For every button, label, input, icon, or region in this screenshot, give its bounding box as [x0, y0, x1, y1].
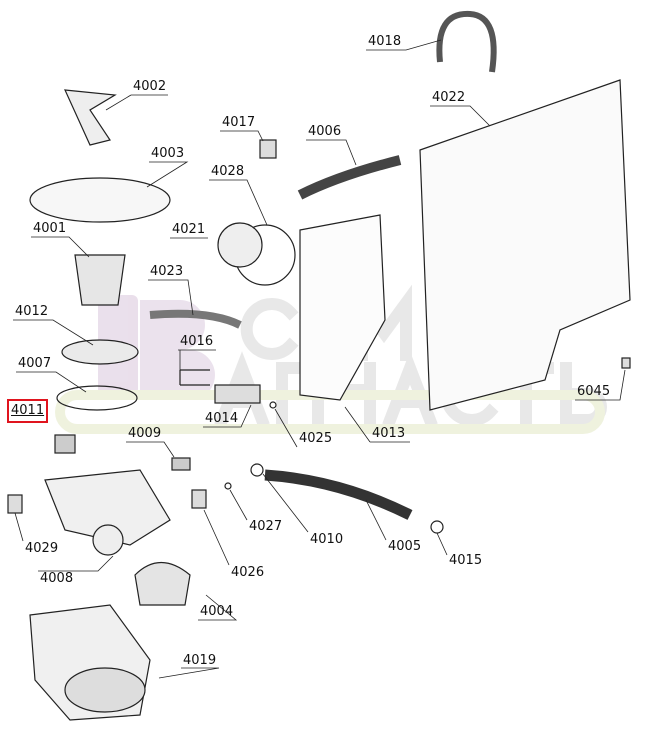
part-label-4028[interactable]: 4028 [211, 164, 245, 179]
part-label-4005[interactable]: 4005 [388, 539, 422, 554]
part-4027 [224, 482, 232, 490]
part-label-4009[interactable]: 4009 [128, 426, 162, 441]
part-4017 [259, 139, 277, 159]
part-label-4011-highlighted[interactable]: 4011 [6, 399, 49, 423]
part-4005 [264, 469, 413, 520]
part-label-4017[interactable]: 4017 [222, 115, 256, 130]
part-label-4013[interactable]: 4013 [372, 426, 406, 441]
part-4001 [74, 254, 126, 306]
part-label-4029[interactable]: 4029 [25, 541, 59, 556]
part-label-4010[interactable]: 4010 [310, 532, 344, 547]
part-4010 [250, 463, 264, 477]
part-label-4007[interactable]: 4007 [18, 356, 52, 371]
part-label-4018[interactable]: 4018 [368, 34, 402, 49]
part-label-4002[interactable]: 4002 [133, 79, 167, 94]
part-4022 [419, 79, 631, 411]
part-4004 [134, 562, 191, 606]
part-label-4023[interactable]: 4023 [150, 264, 184, 279]
part-4013 [299, 214, 386, 401]
part-4026 [191, 489, 207, 509]
part-label-4012[interactable]: 4012 [15, 304, 49, 319]
part-4003 [29, 177, 171, 223]
part-4007 [56, 385, 138, 411]
part-label-4026[interactable]: 4026 [231, 565, 265, 580]
part-4014 [214, 384, 261, 404]
part-label-4003[interactable]: 4003 [151, 146, 185, 161]
part-4016 [179, 369, 210, 386]
part-label-4025[interactable]: 4025 [299, 431, 333, 446]
part-label-4027[interactable]: 4027 [249, 519, 283, 534]
part-4006 [297, 155, 402, 200]
part-4029 [7, 494, 23, 514]
part-4018 [436, 10, 497, 73]
part-4009 [171, 457, 191, 471]
part-label-4014[interactable]: 4014 [205, 411, 239, 426]
part-label-4001[interactable]: 4001 [33, 221, 67, 236]
part-4025 [269, 401, 277, 409]
part-label-4006[interactable]: 4006 [308, 124, 342, 139]
part-4023 [149, 309, 242, 329]
part-4011 [54, 434, 76, 454]
part-4008 [44, 469, 171, 546]
part-label-4022[interactable]: 4022 [432, 90, 466, 105]
part-label-6045[interactable]: 6045 [577, 384, 611, 399]
part-label-4021[interactable]: 4021 [172, 222, 206, 237]
part-4002 [64, 89, 117, 146]
part-label-4019[interactable]: 4019 [183, 653, 217, 668]
part-label-4008[interactable]: 4008 [40, 571, 74, 586]
part-label-4015[interactable]: 4015 [449, 553, 483, 568]
part-6045 [621, 357, 631, 369]
part-4012 [61, 339, 139, 365]
part-label-4016[interactable]: 4016 [180, 334, 214, 349]
part-4021 [217, 222, 263, 268]
part-4015 [430, 520, 444, 534]
leader-lines [13, 39, 626, 679]
part-label-4004[interactable]: 4004 [200, 604, 234, 619]
